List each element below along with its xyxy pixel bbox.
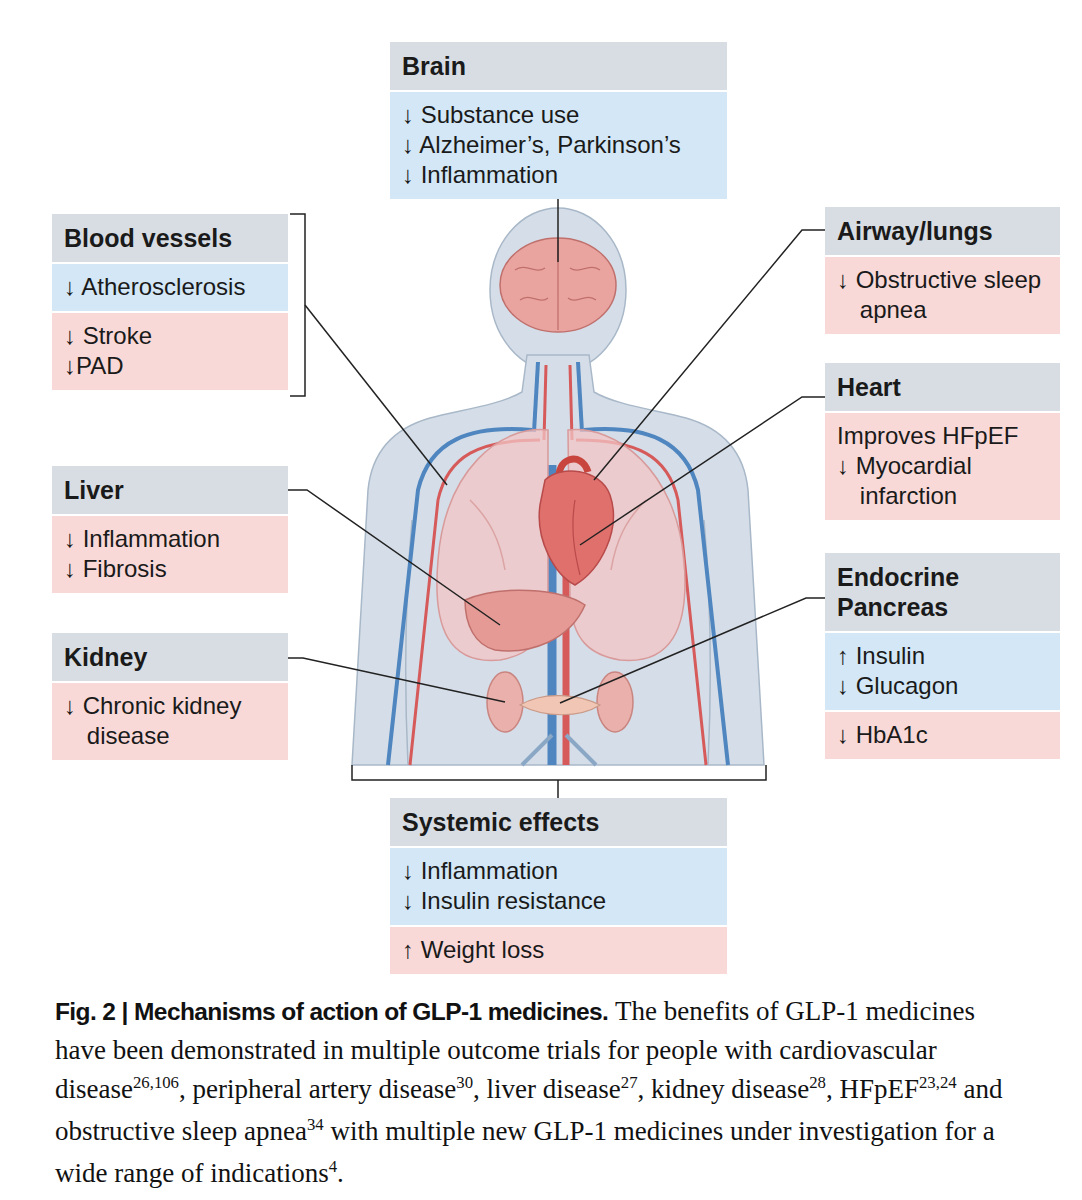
blue-effect-band: ↑ Insulin↓ Glucagon [825, 633, 1060, 710]
artery [544, 365, 546, 440]
caption-text: . [337, 1158, 344, 1188]
reference-number: 26,106 [133, 1073, 179, 1092]
leader-line [557, 198, 559, 262]
pink-effect-band: ↓ Stroke↓PAD [52, 313, 288, 390]
leader-line [288, 490, 500, 625]
artery [570, 365, 572, 440]
effect-item: ↓ HbA1c [837, 720, 1052, 750]
reference-number: 30 [456, 1073, 473, 1092]
panel-heading: Heart [825, 363, 1060, 411]
effect-item: ↓ Substance use [402, 100, 719, 130]
effect-item: ↑ Insulin [837, 641, 1052, 671]
pink-effect-band: ↓ Inflammation↓ Fibrosis [52, 516, 288, 593]
heart [539, 471, 613, 585]
leader-line [594, 230, 825, 480]
caption-heading: Fig. 2 | Mechanisms of action of GLP-1 m… [55, 998, 608, 1025]
panel-heading: Liver [52, 466, 288, 514]
effect-item: ↓ Insulin resistance [402, 886, 719, 916]
blue-effect-band: ↓ Substance use↓ Alzheimer’s, Parkinson’… [390, 92, 727, 199]
liver [465, 590, 585, 651]
organ-panel: HeartImproves HFpEF↓ Myocardial infarcti… [825, 363, 1060, 520]
organ-panel: Systemic effects↓ Inflammation↓ Insulin … [390, 798, 727, 974]
effect-item: ↓ Myocardial infarction [837, 451, 1052, 511]
reference-number: 34 [307, 1115, 324, 1134]
leader-line [560, 598, 825, 703]
effect-item: ↓ Stroke [64, 321, 280, 351]
effect-item: ↓ Chronic kidney disease [64, 691, 280, 751]
panel-heading: Endocrine Pancreas [825, 553, 1060, 631]
organ-panel: Brain↓ Substance use↓ Alzheimer’s, Parki… [390, 42, 727, 199]
figure-caption: Fig. 2 | Mechanisms of action of GLP-1 m… [55, 992, 1030, 1196]
vein [534, 362, 538, 432]
torso-silhouette [352, 355, 764, 765]
panel-heading: Airway/lungs [825, 207, 1060, 255]
effect-item: ↑ Weight loss [402, 935, 719, 965]
blue-effect-band: ↓ Inflammation↓ Insulin resistance [390, 848, 727, 925]
leader-line [305, 305, 447, 485]
organ-panel: Endocrine Pancreas↑ Insulin↓ Glucagon↓ H… [825, 553, 1060, 759]
panel-heading: Brain [390, 42, 727, 90]
effect-item: ↓ Inflammation [64, 524, 280, 554]
effect-item: ↓ Alzheimer’s, Parkinson’s [402, 130, 719, 160]
heart-detail [573, 500, 580, 575]
kidney [597, 672, 633, 732]
pink-effect-band: ↑ Weight loss [390, 927, 727, 974]
effect-item: ↓ Atherosclerosis [64, 272, 280, 302]
reference-number: 23,24 [919, 1073, 957, 1092]
panel-heading: Kidney [52, 633, 288, 681]
bracket [290, 214, 305, 396]
pink-effect-band: ↓ Obstructive sleep apnea [825, 257, 1060, 334]
organ-panel: Blood vessels ↓ Atherosclerosis ↓ Stroke↓P… [52, 214, 288, 390]
effect-item: ↓ Inflammation [402, 160, 719, 190]
organ-panel: Airway/lungs ↓ Obstructive sleep apnea [825, 207, 1060, 334]
blue-effect-band: ↓ Atherosclerosis [52, 264, 288, 311]
caption-text: , kidney disease [638, 1074, 810, 1104]
effect-item: ↓ Glucagon [837, 671, 1052, 701]
pancreas [520, 696, 600, 715]
reference-number: 28 [809, 1073, 826, 1092]
effect-item: ↓ Obstructive sleep apnea [837, 265, 1052, 325]
panel-heading: Blood vessels [52, 214, 288, 262]
iliac-vessels [522, 735, 596, 765]
reference-number: 27 [621, 1073, 638, 1092]
reference-number: 4 [329, 1157, 337, 1176]
pink-effect-band: Improves HFpEF↓ Myocardial infarction [825, 413, 1060, 520]
effect-item: ↓PAD [64, 351, 280, 381]
effect-item: Improves HFpEF [837, 421, 1052, 451]
leader-line [580, 397, 825, 545]
caption-text: , peripheral artery disease [179, 1074, 456, 1104]
pink-effect-band: ↓ HbA1c [825, 712, 1060, 759]
organ-panel: Kidney ↓ Chronic kidney disease [52, 633, 288, 760]
vein [578, 362, 582, 432]
caption-text: , liver disease [473, 1074, 621, 1104]
organ-panel: Liver↓ Inflammation↓ Fibrosis [52, 466, 288, 593]
leader-line [288, 658, 505, 702]
bracket [352, 765, 766, 798]
pink-effect-band: ↓ Chronic kidney disease [52, 683, 288, 760]
caption-text: , HFpEF [826, 1074, 919, 1104]
panel-heading: Systemic effects [390, 798, 727, 846]
effect-item: ↓ Inflammation [402, 856, 719, 886]
effect-item: ↓ Fibrosis [64, 554, 280, 584]
